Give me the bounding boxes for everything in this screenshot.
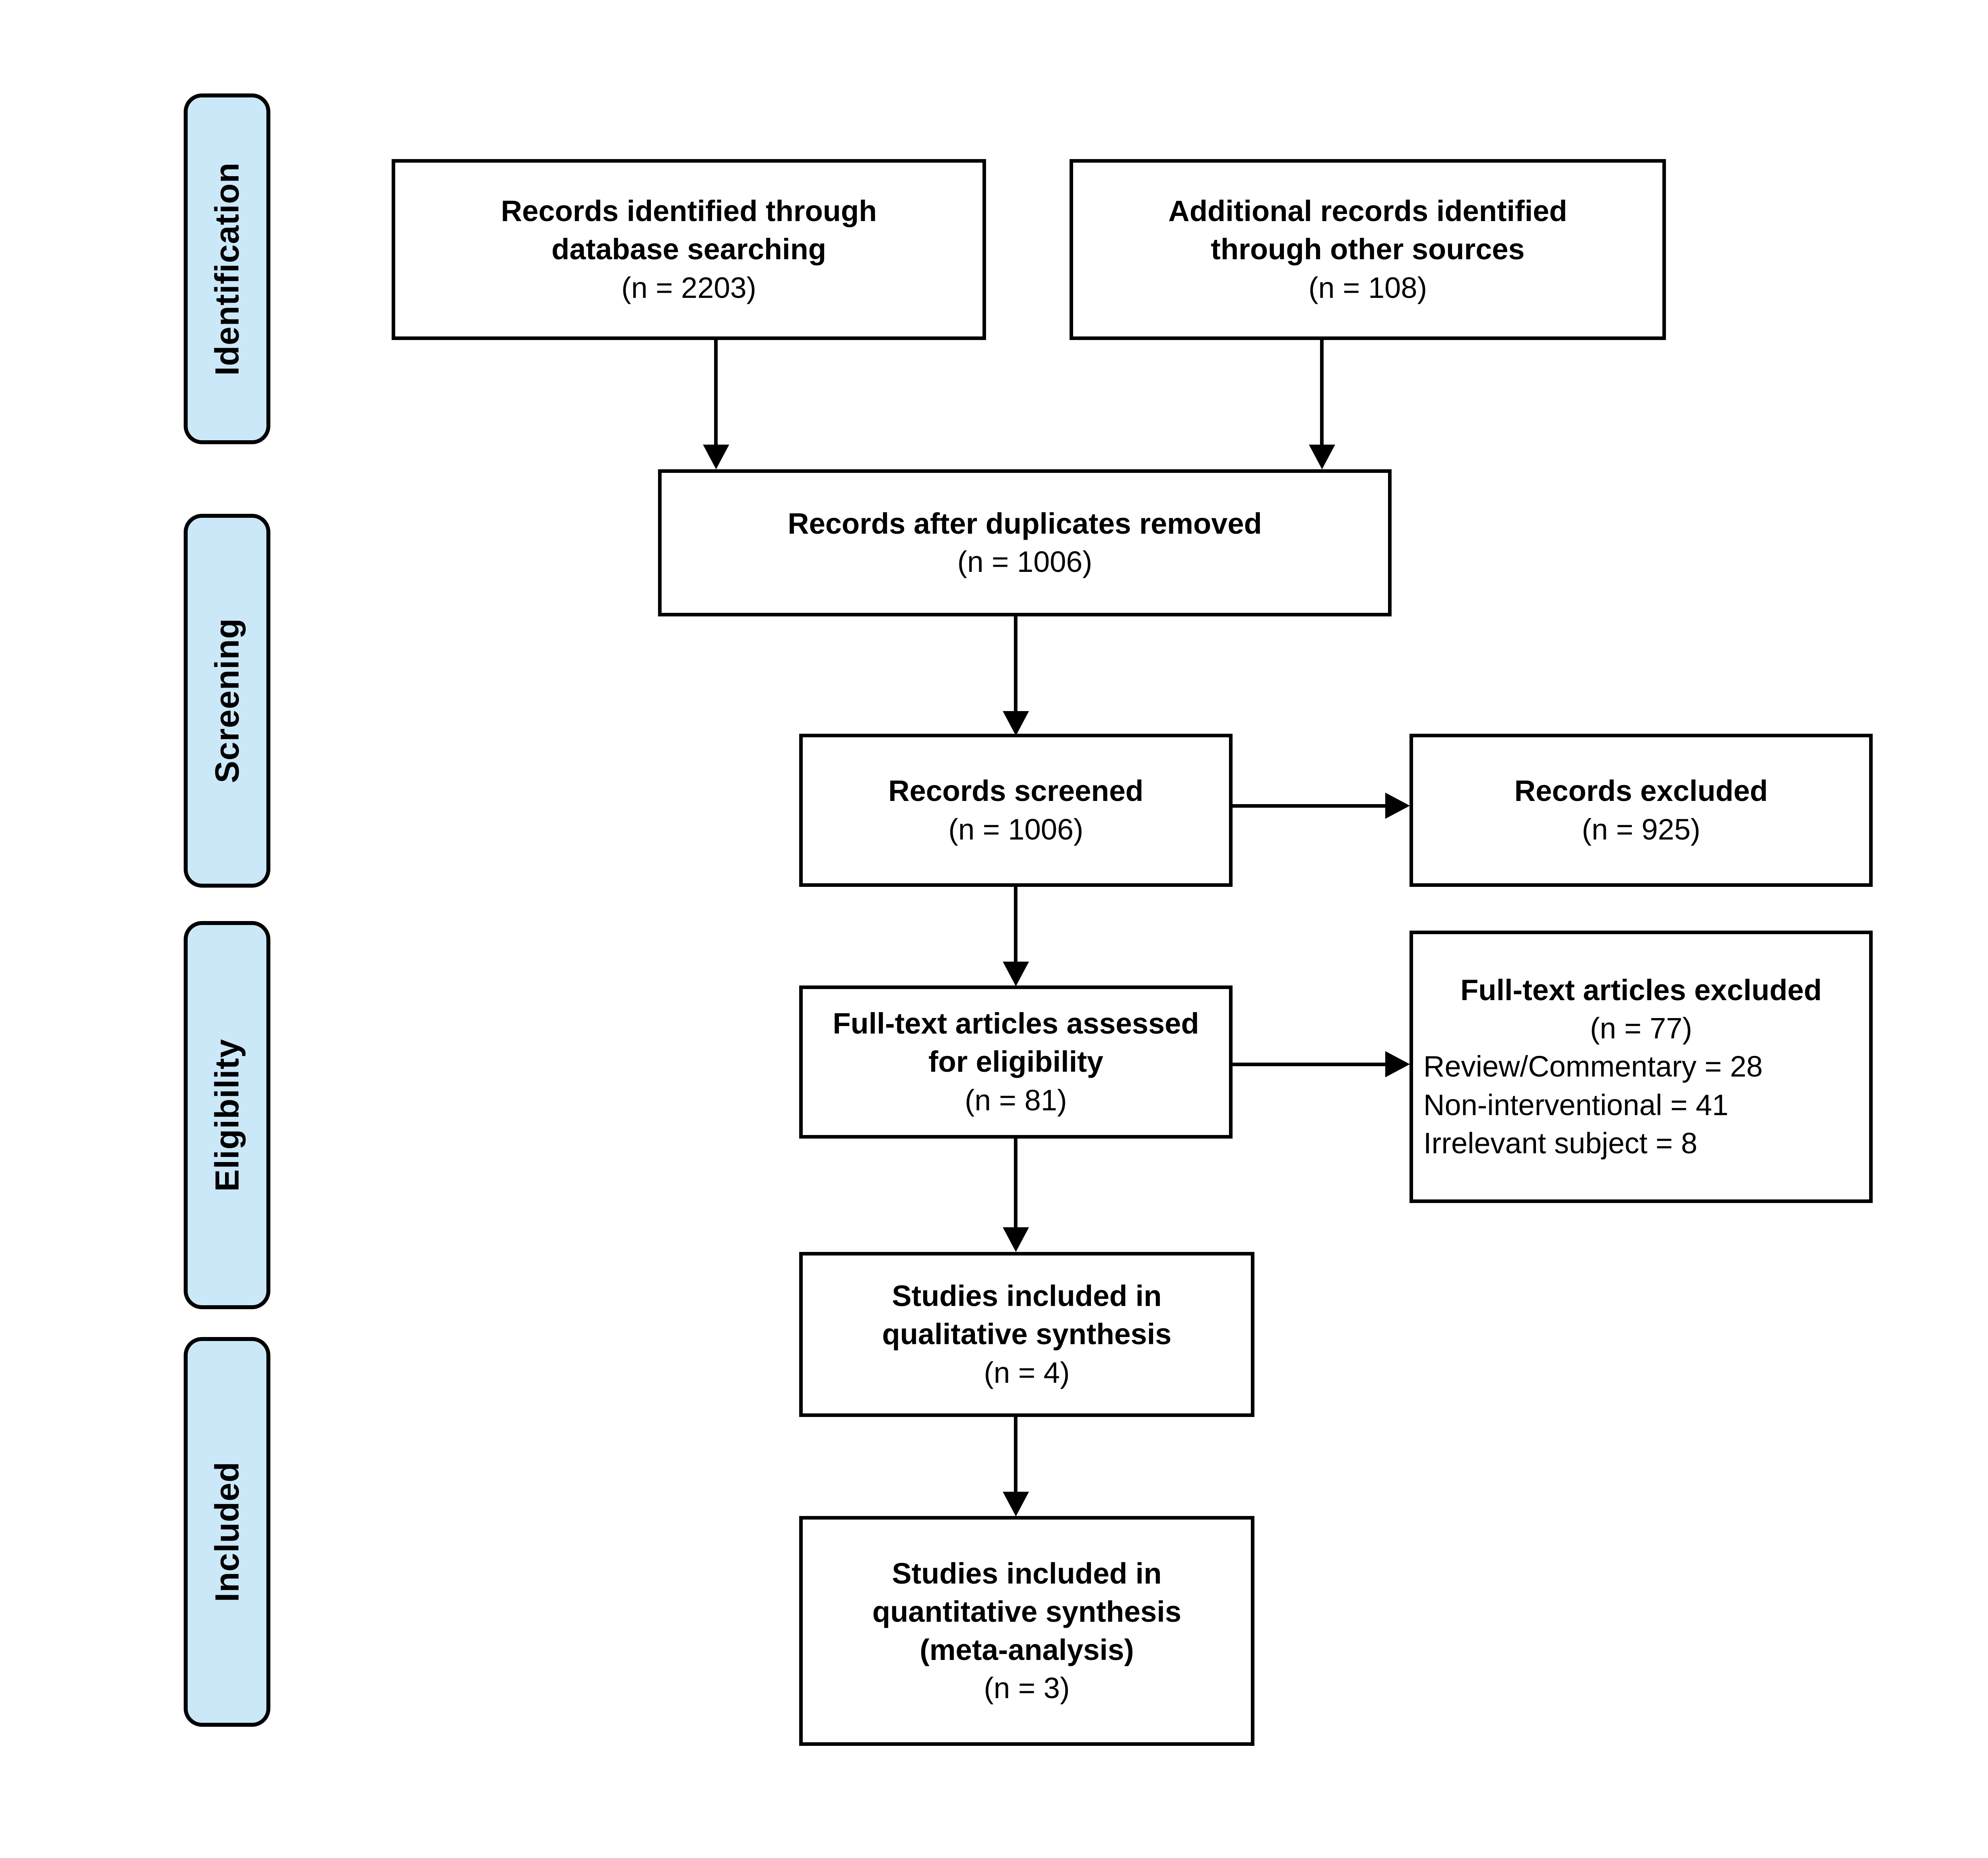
box-fulltext-excluded-line1: Full-text articles excluded	[1460, 974, 1822, 1007]
box-records-after-duplicates-removed-count: (n = 1006)	[957, 545, 1093, 578]
box-fulltext-assessed-count: (n = 81)	[965, 1083, 1067, 1117]
connector-other-sources-to-duplicates	[1320, 340, 1324, 445]
box-records-after-duplicates-removed: Records after duplicates removed (n = 10…	[658, 469, 1392, 616]
box-records-excluded-line1: Records excluded	[1514, 774, 1768, 808]
arrowhead-other-sources-to-duplicates	[1309, 445, 1335, 469]
box-records-identified-database-line2: database searching	[551, 233, 826, 266]
stage-label-screening: Screening	[184, 514, 270, 888]
box-records-screened: Records screened (n = 1006)	[799, 734, 1233, 887]
box-records-screened-count: (n = 1006)	[948, 812, 1083, 846]
stage-label-eligibility: Eligibility	[184, 921, 270, 1309]
stage-label-included-text: Included	[208, 1462, 246, 1602]
box-fulltext-excluded-count: (n = 77)	[1590, 1012, 1693, 1045]
arrowhead-fulltext-to-qualitative	[1003, 1227, 1029, 1252]
box-records-screened-line1: Records screened	[888, 774, 1143, 808]
box-records-identified-database-line1: Records identified through	[501, 194, 877, 228]
box-fulltext-assessed: Full-text articles assessed for eligibil…	[799, 985, 1233, 1139]
stage-label-screening-text: Screening	[208, 618, 246, 783]
box-records-excluded-count: (n = 925)	[1582, 812, 1701, 846]
connector-screened-to-fulltext	[1014, 887, 1017, 962]
box-records-excluded: Records excluded (n = 925)	[1409, 734, 1873, 887]
box-quantitative-synthesis-line1: Studies included in	[892, 1557, 1162, 1590]
box-qualitative-synthesis: Studies included in qualitative synthesi…	[799, 1252, 1254, 1417]
arrowhead-duplicates-to-screened	[1003, 711, 1029, 736]
stage-label-identification: Identification	[184, 93, 270, 444]
box-fulltext-excluded-reason-noninterventional: Non-interventional = 41	[1423, 1088, 1729, 1121]
box-records-after-duplicates-removed-line1: Records after duplicates removed	[788, 507, 1262, 540]
box-quantitative-synthesis: Studies included in quantitative synthes…	[799, 1516, 1254, 1746]
stage-label-eligibility-text: Eligibility	[208, 1038, 246, 1192]
arrowhead-qualitative-to-quantitative	[1003, 1492, 1029, 1516]
box-fulltext-excluded-reason-irrelevant: Irrelevant subject = 8	[1423, 1126, 1697, 1160]
connector-qualitative-to-quantitative	[1014, 1417, 1017, 1493]
box-fulltext-excluded-reason-review: Review/Commentary = 28	[1423, 1050, 1763, 1083]
box-additional-records-other-sources-line2: through other sources	[1211, 233, 1525, 266]
box-quantitative-synthesis-line3: (meta-analysis)	[920, 1633, 1134, 1666]
box-fulltext-excluded: Full-text articles excluded (n = 77) Rev…	[1409, 931, 1873, 1203]
stage-label-identification-text: Identification	[208, 162, 246, 376]
box-records-identified-database: Records identified through database sear…	[392, 159, 986, 340]
box-additional-records-other-sources-line1: Additional records identified	[1168, 194, 1567, 228]
arrowhead-database-to-duplicates	[703, 445, 729, 469]
stage-label-included: Included	[184, 1337, 270, 1727]
box-quantitative-synthesis-line2: quantitative synthesis	[872, 1595, 1182, 1628]
connector-fulltext-to-qualitative	[1014, 1139, 1017, 1228]
connector-database-to-duplicates	[714, 340, 718, 445]
arrowhead-fulltext-to-excluded	[1385, 1051, 1410, 1077]
box-quantitative-synthesis-count: (n = 3)	[984, 1671, 1070, 1705]
box-records-identified-database-count: (n = 2203)	[621, 271, 757, 304]
box-additional-records-other-sources: Additional records identified through ot…	[1070, 159, 1666, 340]
connector-screened-to-excluded	[1233, 804, 1388, 808]
connector-fulltext-to-excluded	[1233, 1063, 1388, 1066]
box-fulltext-assessed-line2: for eligibility	[928, 1045, 1103, 1079]
box-qualitative-synthesis-line2: qualitative synthesis	[882, 1318, 1172, 1351]
arrowhead-screened-to-excluded	[1385, 793, 1410, 819]
connector-duplicates-to-screened	[1014, 616, 1017, 712]
box-additional-records-other-sources-count: (n = 108)	[1308, 271, 1427, 304]
box-qualitative-synthesis-line1: Studies included in	[892, 1279, 1162, 1313]
box-fulltext-assessed-line1: Full-text articles assessed	[833, 1007, 1199, 1040]
box-qualitative-synthesis-count: (n = 4)	[984, 1356, 1070, 1389]
arrowhead-screened-to-fulltext	[1003, 962, 1029, 986]
